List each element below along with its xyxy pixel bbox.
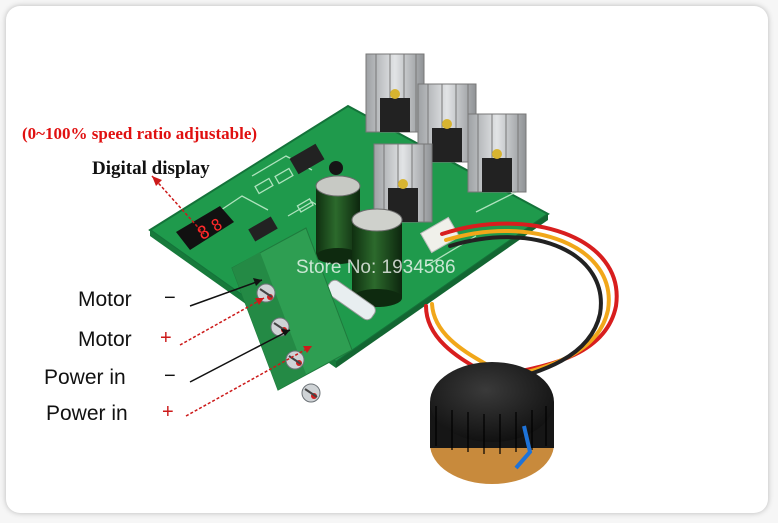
terminal-block: [231, 227, 353, 403]
terminal-sign-power-plus: +: [162, 401, 174, 423]
connector: [419, 216, 461, 254]
arrow-motor-plus: [179, 297, 265, 346]
terminal-sign-motor-plus: +: [160, 327, 172, 349]
terminal-sign-power-minus: −: [164, 365, 176, 387]
arrow-display: [151, 175, 205, 235]
store-watermark: Store No: 1934586: [296, 257, 456, 278]
arrow-heads: [152, 176, 312, 353]
arrow-motor-minus: [189, 279, 263, 307]
speed-ratio-caption: (0~100% speed ratio adjustable): [22, 124, 258, 143]
product-image-frame: 8 8: [6, 6, 768, 513]
terminal-sign-motor-minus: −: [164, 287, 176, 309]
capacitor-1: [315, 175, 361, 264]
arrow-power-minus: [189, 329, 291, 383]
fuse: [326, 279, 376, 321]
ic-chip-2: [248, 216, 278, 242]
transistor: [329, 161, 343, 175]
arrows: [151, 175, 313, 417]
arrow-power-plus: [185, 345, 313, 417]
knob-indicator: [514, 425, 533, 470]
capacitor-2: [351, 208, 403, 307]
knob: [430, 362, 554, 484]
ic-chip: [289, 143, 325, 175]
terminal-label-power-minus: Power in: [44, 366, 126, 389]
terminal-label-motor-plus: Motor: [78, 328, 132, 351]
terminal-label-motor-minus: Motor: [78, 288, 132, 311]
terminal-label-power-plus: Power in: [46, 402, 128, 425]
motor-controller-photo: 8 8: [148, 53, 619, 484]
digital-display-label: Digital display: [92, 158, 210, 179]
pcb-edge-right: [336, 214, 548, 368]
